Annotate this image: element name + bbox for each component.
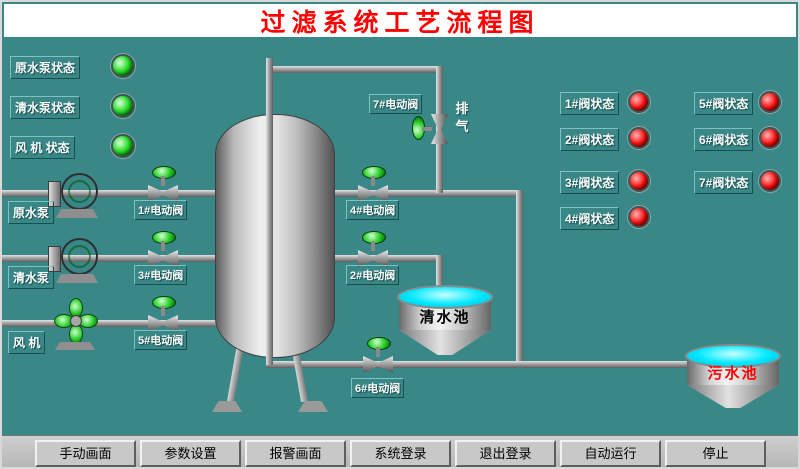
valve-7-icon <box>412 114 448 144</box>
valve-1-icon <box>148 166 178 202</box>
valve-6-status-led-icon <box>759 127 781 149</box>
valve-7-status-label: 7#阀状态 <box>694 171 754 194</box>
btn-auto-run[interactable]: 自动运行 <box>560 440 661 467</box>
valve-4-icon <box>358 166 388 202</box>
valve-1-status-led-icon <box>628 91 650 113</box>
valve-3-label: 3#电动阀 <box>134 265 188 285</box>
valve-5-icon <box>148 296 178 332</box>
fan-blade-icon <box>69 324 83 344</box>
pipe-clean-inlet <box>2 255 234 262</box>
valve-2-label: 2#电动阀 <box>346 265 400 285</box>
toolbar: 手动画面 参数设置 报警画面 系统登录 退出登录 自动运行 停止 <box>2 435 798 467</box>
tank-foot-right <box>298 401 328 412</box>
btn-stop[interactable]: 停止 <box>665 440 766 467</box>
page-title: 过滤系统工艺流程图 <box>260 9 540 37</box>
clean-pool-water-icon <box>397 285 493 309</box>
fan-status-led-icon <box>111 134 135 158</box>
clean-pump-status-label: 清水泵状态 <box>10 96 81 119</box>
raw-pump-status-label: 原水泵状态 <box>10 56 81 79</box>
valve-5-status-label: 5#阀状态 <box>694 92 754 115</box>
valve-7-status-led-icon <box>759 170 781 192</box>
pipe-right-down <box>516 190 523 368</box>
fan-label: 风 机 <box>8 331 46 354</box>
clean-pump-label: 清水泵 <box>8 266 55 289</box>
btn-system-login[interactable]: 系统登录 <box>350 440 451 467</box>
valve-6-status-label: 6#阀状态 <box>694 128 754 151</box>
valve-3-status-label: 3#阀状态 <box>560 171 620 194</box>
fan-hub-icon <box>70 315 82 327</box>
title-bar: 过滤系统工艺流程图 <box>4 4 796 37</box>
valve-4-status-label: 4#阀状态 <box>560 207 620 230</box>
pipe-air-inlet <box>2 320 234 327</box>
fan-base-icon <box>55 342 95 350</box>
clean-water-pump-icon <box>48 237 102 283</box>
btn-param-settings[interactable]: 参数设置 <box>140 440 241 467</box>
pump-base-icon <box>56 274 98 283</box>
btn-manual-screen[interactable]: 手动画面 <box>35 440 136 467</box>
valve-2-status-label: 2#阀状态 <box>560 128 620 151</box>
btn-alarm-screen[interactable]: 报警画面 <box>245 440 346 467</box>
pump-base-icon <box>56 209 98 218</box>
raw-water-pump-icon <box>48 172 102 218</box>
pump-flange-icon <box>48 246 61 272</box>
pipe-raw-inlet <box>2 190 234 197</box>
valve-1-status-label: 1#阀状态 <box>560 92 620 115</box>
valve-4-status-led-icon <box>628 206 650 228</box>
raw-pump-status-led-icon <box>111 54 135 78</box>
exhaust-label: 排气 <box>455 101 469 135</box>
pump-ring-icon <box>68 245 91 268</box>
fan-status-label: 风 机 状态 <box>10 136 75 159</box>
valve-2-status-led-icon <box>628 127 650 149</box>
tank-foot-left <box>212 401 242 412</box>
btn-logout[interactable]: 退出登录 <box>455 440 556 467</box>
valve-6-label: 6#电动阀 <box>351 378 405 398</box>
valve-7-label: 7#电动阀 <box>369 94 423 114</box>
filter-tank <box>215 114 335 358</box>
pump-ring-icon <box>68 180 91 203</box>
valve-1-label: 1#电动阀 <box>134 200 188 220</box>
valve-5-status-led-icon <box>759 91 781 113</box>
pipe-drain-bottom <box>266 361 739 368</box>
raw-pump-label: 原水泵 <box>8 201 55 224</box>
pipe-tank-vertical <box>266 58 273 365</box>
valve-6-icon <box>363 337 393 373</box>
pipe-to-clean-pool <box>436 255 443 295</box>
pipe-vent-top <box>266 66 443 73</box>
waste-pool-label: 污水池 <box>707 365 759 382</box>
clean-pump-status-led-icon <box>111 94 135 118</box>
pipe-filter-out-top <box>320 190 523 197</box>
clean-pool-funnel <box>399 330 491 355</box>
tank-leg-left <box>227 343 244 403</box>
pump-flange-icon <box>48 181 61 207</box>
clean-pool-label: 清水池 <box>419 309 471 326</box>
valve-3-icon <box>148 231 178 267</box>
valve-3-status-led-icon <box>628 170 650 192</box>
fan-icon <box>52 298 98 350</box>
waste-pool-water-icon <box>685 344 781 368</box>
valve-4-label: 4#电动阀 <box>346 200 400 220</box>
valve-5-label: 5#电动阀 <box>134 330 188 350</box>
valve-2-icon <box>358 231 388 267</box>
waste-pool-funnel <box>687 385 779 408</box>
